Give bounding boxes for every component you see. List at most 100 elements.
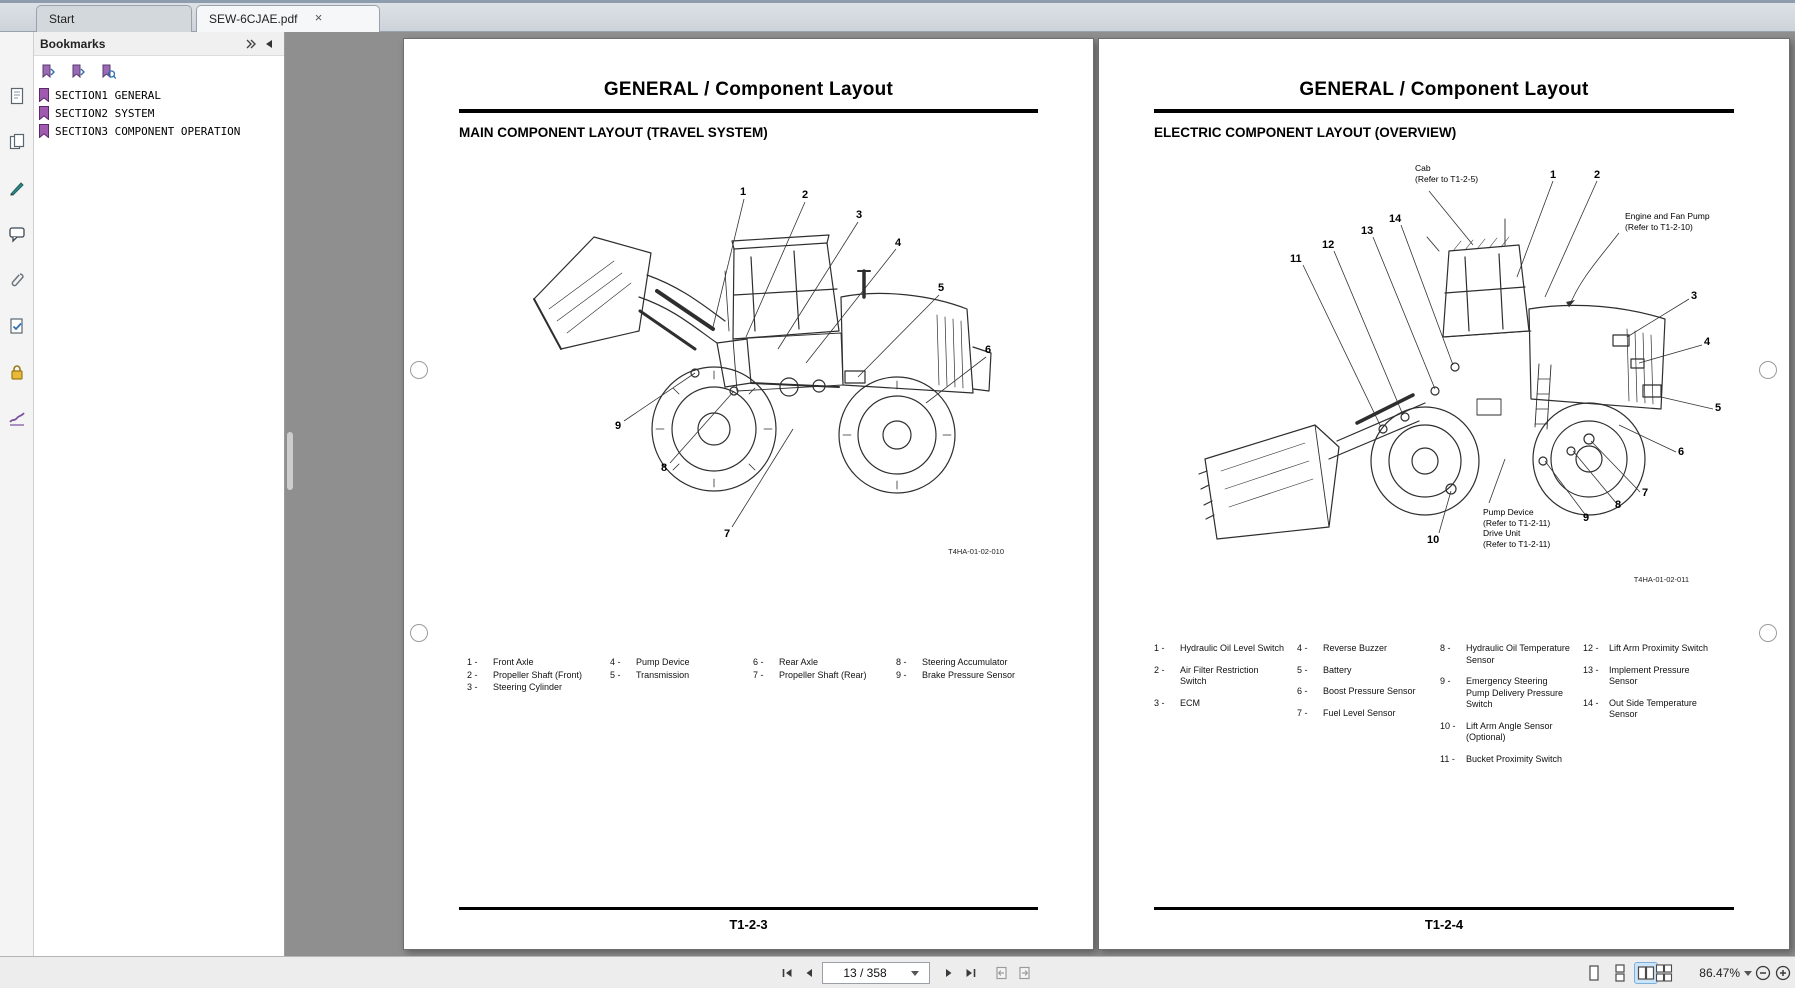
- collapse-all-bookmarks-icon[interactable]: [68, 62, 88, 82]
- signatures-panel-icon[interactable]: [5, 406, 29, 430]
- bookmark-item-section3[interactable]: SECTION3 COMPONENT OPERATION: [38, 122, 282, 140]
- legend-item: 8 -Hydraulic Oil Temperature Sensor: [1440, 643, 1570, 665]
- page-title: GENERAL / Component Layout: [1299, 79, 1589, 100]
- legend-column: 8 -Steering Accumulator 9 -Brake Pressur…: [896, 657, 1039, 695]
- first-page-button[interactable]: [776, 962, 798, 984]
- pages-panel-icon[interactable]: [5, 130, 29, 154]
- facing-pages-view-button[interactable]: [1634, 962, 1658, 984]
- tab-start-label: Start: [49, 12, 75, 26]
- page-number-label: T1-2-4: [1424, 917, 1464, 932]
- callout-2: 2: [802, 189, 808, 201]
- callout-8: 8: [661, 462, 667, 474]
- title-rule: [1154, 109, 1734, 113]
- callout-14: 14: [1389, 213, 1402, 225]
- callout-3: 3: [856, 209, 862, 221]
- pen-tool-icon[interactable]: [5, 176, 29, 200]
- legend-item: 7 -Propeller Shaft (Rear): [753, 669, 867, 680]
- legend-item: 1 -Front Axle: [467, 657, 534, 667]
- last-page-button[interactable]: [960, 962, 982, 984]
- tab-document[interactable]: SEW-6CJAE.pdf ×: [196, 5, 380, 32]
- status-bar: 86.47%: [0, 956, 1795, 988]
- expand-bookmark-icon[interactable]: [38, 62, 58, 82]
- facing-continuous-icon: [1655, 964, 1673, 982]
- previous-view-button[interactable]: [990, 962, 1012, 984]
- zoom-dropdown-icon[interactable]: [1744, 971, 1752, 976]
- expand-panel-icon[interactable]: [242, 35, 260, 53]
- locate-bookmark-icon[interactable]: [98, 62, 118, 82]
- page-number-box: [822, 962, 930, 984]
- tab-start[interactable]: Start: [36, 5, 192, 32]
- punch-hole-mark: [1759, 624, 1777, 642]
- callout-5: 5: [938, 282, 944, 294]
- page-dropdown-icon[interactable]: [911, 970, 919, 976]
- legend-column: 1 -Front Axle 2 -Propeller Shaft (Front)…: [467, 657, 610, 695]
- callout-11: 11: [1290, 253, 1302, 265]
- travel-system-diagram: 1 2 3 4 5 6 9 8 7: [533, 186, 992, 540]
- footer-rule: [459, 907, 1038, 910]
- page-thumbnails-icon[interactable]: [5, 84, 29, 108]
- legend-item: 10 -Lift Arm Angle Sensor (Optional): [1440, 720, 1553, 743]
- previous-view-icon: [996, 966, 1007, 980]
- bookmark-flag-icon: [39, 124, 49, 138]
- legend-item: 4 -Pump Device: [610, 657, 690, 667]
- legend-item: 6 -Rear Axle: [753, 657, 819, 667]
- footer-rule: [1154, 907, 1734, 910]
- callout-4: 4: [895, 237, 902, 249]
- zoom-level-label[interactable]: 86.47%: [1699, 966, 1740, 980]
- comments-panel-icon[interactable]: [5, 222, 29, 246]
- single-page-view-button[interactable]: [1582, 962, 1606, 984]
- page-number-input[interactable]: [823, 964, 907, 982]
- bookmark-item-section1[interactable]: SECTION1 GENERAL: [38, 86, 282, 104]
- legend-item: 7 -Fuel Level Sensor: [1297, 707, 1396, 718]
- callout-13: 13: [1361, 225, 1373, 237]
- callout-6: 6: [1678, 446, 1684, 458]
- validation-panel-icon[interactable]: [5, 314, 29, 338]
- collapse-panel-icon[interactable]: [260, 35, 278, 53]
- callout-1: 1: [740, 186, 746, 198]
- panel-splitter-handle[interactable]: [287, 432, 293, 490]
- page-title: GENERAL / Component Layout: [603, 79, 894, 100]
- bookmark-flag-icon: [39, 88, 49, 102]
- bookmark-item-section2[interactable]: SECTION2 SYSTEM: [38, 104, 282, 122]
- callout-12: 12: [1322, 239, 1334, 251]
- pages-icon: [9, 133, 25, 150]
- next-view-button[interactable]: [1014, 962, 1036, 984]
- tab-bar: Start SEW-6CJAE.pdf ×: [0, 0, 1795, 32]
- section-heading: MAIN COMPONENT LAYOUT (TRAVEL SYSTEM): [459, 125, 768, 140]
- pdf-page-right: GENERAL / Component Layout ELECTRIC COMP…: [1098, 38, 1790, 950]
- navigation-panel-strip: [0, 32, 34, 956]
- continuous-view-button[interactable]: [1608, 962, 1632, 984]
- previous-page-icon: [806, 969, 812, 977]
- first-page-icon: [782, 969, 792, 977]
- legend-item: 14 -Out Side Temperature Sensor: [1583, 697, 1697, 720]
- facing-continuous-view-button[interactable]: [1652, 962, 1676, 984]
- electric-system-diagram: 1 2 14 13 12 11 3 4 5 6 7 8 9 10: [1198, 169, 1721, 546]
- zoom-in-button[interactable]: [1772, 962, 1794, 984]
- legend-item: 11 -Bucket Proximity Switch: [1440, 753, 1563, 764]
- punch-hole-mark: [1759, 361, 1777, 379]
- next-page-button[interactable]: [938, 962, 960, 984]
- callout-5: 5: [1715, 402, 1721, 414]
- bookmark-locate-icon: [102, 64, 116, 79]
- last-page-icon: [966, 969, 976, 977]
- zoom-out-icon: [1755, 965, 1771, 981]
- zoom-out-button[interactable]: [1752, 962, 1774, 984]
- triangle-left-icon: [266, 39, 272, 48]
- tab-close-icon[interactable]: ×: [314, 10, 323, 25]
- legend-item: 2 -Air Filter Restriction Switch: [1154, 664, 1259, 687]
- legend-item: 12 -Lift Arm Proximity Switch: [1583, 643, 1709, 653]
- signature-icon: [9, 412, 25, 426]
- security-panel-icon[interactable]: [5, 360, 29, 384]
- attachments-panel-icon[interactable]: [5, 268, 29, 292]
- pdf-page-left: GENERAL / Component Layout MAIN COMPONEN…: [403, 38, 1094, 950]
- legend-item: 3 -Steering Cylinder: [467, 682, 563, 692]
- previous-page-button[interactable]: [798, 962, 820, 984]
- bookmarks-title: Bookmarks: [40, 36, 106, 51]
- bookmark-expand-icon: [42, 64, 55, 79]
- engine-fan-pump-note: Engine and Fan Pump (Refer to T1-2-10): [1625, 211, 1710, 232]
- legend-column: 8 -Hydraulic Oil Temperature Sensor 9 -E…: [1440, 643, 1583, 775]
- callout-10: 10: [1427, 534, 1439, 546]
- next-view-icon: [1019, 966, 1030, 980]
- bookmark-collapse-icon: [72, 64, 85, 79]
- legend-item: 6 -Boost Pressure Sensor: [1297, 686, 1416, 696]
